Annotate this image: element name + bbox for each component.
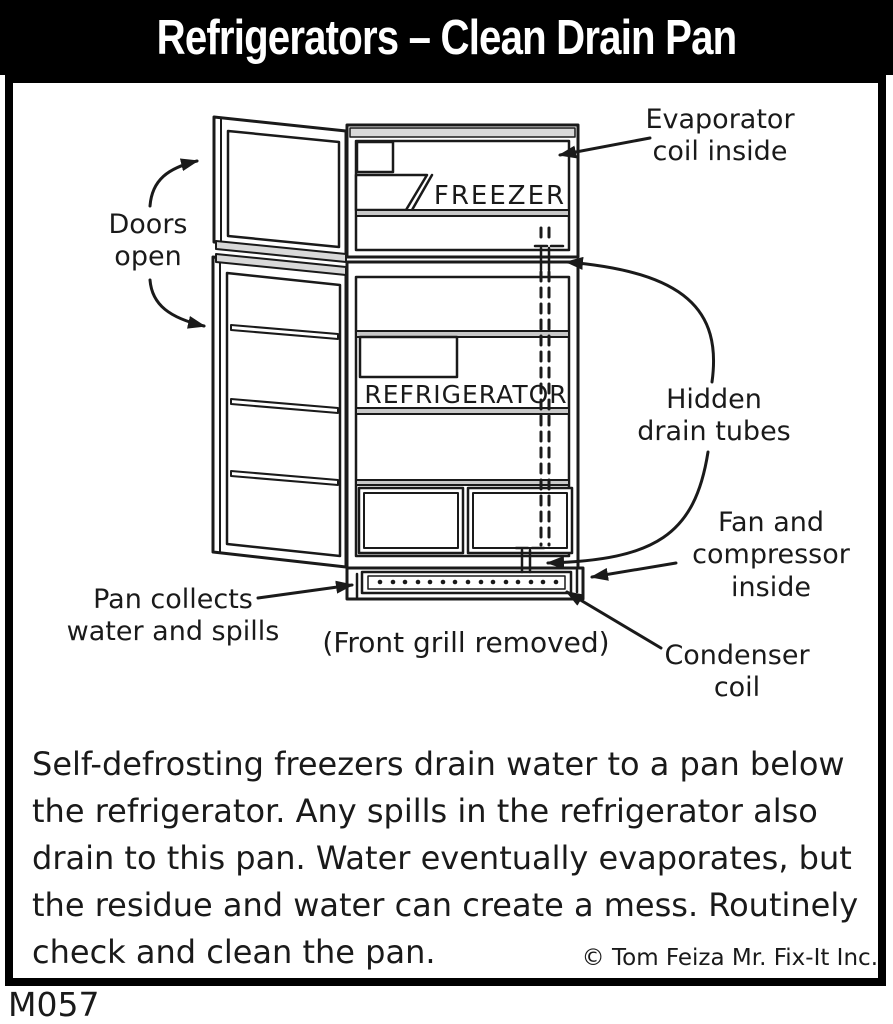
condenser-coil-dots [377,579,559,585]
drain-tube [514,226,565,574]
doors-open-arrow-bottom [148,278,206,329]
hidden-tubes-arrow-top [565,256,715,384]
fan-compressor-label: Fan and compressor inside [692,507,850,603]
pan-collects-arrow [256,580,354,600]
freezer-compartment-label: FREEZER [433,181,567,211]
figure-code: M057 [8,985,100,1024]
title-bar: Refrigerators – Clean Drain Pan [0,0,893,75]
caption-line: the residue and water can create a mess.… [32,886,859,924]
doors-open-label: Doors open [108,209,188,273]
refrigerator-compartment [345,260,580,570]
caption-paragraph: Self-defrosting freezers drain water to … [32,741,877,976]
page-title: Refrigerators – Clean Drain Pan [156,10,738,65]
condenser-coil-label: Condenser coil [664,640,810,704]
evaporator-arrow [558,136,652,159]
refrigerator-door [211,255,348,569]
hidden-drain-tubes-label: Hidden drain tubes [637,384,791,448]
hidden-tubes-arrow-bottom [546,450,710,570]
pan-collects-label: Pan collects water and spills [66,584,280,648]
caption-line: Self-defrosting freezers drain water to … [32,745,845,783]
front-grill-note: (Front grill removed) [322,626,610,659]
fan-compressor-arrow [590,561,678,581]
copyright-notice: © Tom Feiza Mr. Fix-It Inc. [581,945,878,971]
drain-pan [355,568,579,599]
doors-open-arrow-top [148,158,199,208]
caption-line: the refrigerator. Any spills in the refr… [32,792,818,830]
caption-line: check and clean the pan. [32,933,436,971]
condenser-coil-arrow [565,590,663,650]
evaporator-coil-label: Evaporator coil inside [645,104,795,168]
freezer-door [212,115,348,258]
refrigerator-compartment-label: REFRIGERATOR [364,380,568,409]
caption-line: drain to this pan. Water eventually evap… [32,839,852,877]
